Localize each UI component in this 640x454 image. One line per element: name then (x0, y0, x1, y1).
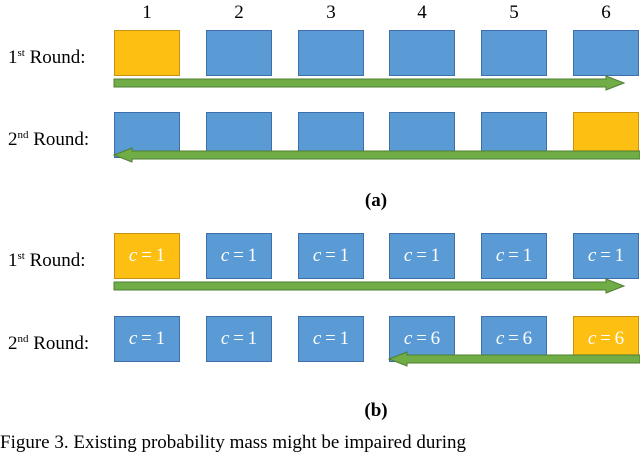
panel-b-round-2-box-6: c = 6 (573, 316, 639, 362)
panel-b-round-2-box-1: c = 1 (114, 316, 180, 362)
panel-a-round-1-box-6 (573, 30, 639, 76)
panel-a-round-2-label: 2nd Round: (8, 129, 90, 150)
figure-caption: Figure 3. Existing probability mass migh… (0, 432, 466, 453)
panel-a-round-2-box-3 (298, 112, 364, 158)
panel-b-caption: (b) (364, 400, 388, 421)
panel-b-round-1-box-3: c = 1 (298, 233, 364, 279)
direction-arrow-right (113, 278, 626, 294)
direction-arrow-left (112, 147, 640, 163)
panel-b-round-1-box-4: c = 1 (389, 233, 455, 279)
column-number-6: 6 (601, 2, 611, 23)
panel-b-round-1-box-2: c = 1 (206, 233, 272, 279)
panel-a-round-1-box-5 (481, 30, 547, 76)
direction-arrow-right (113, 75, 626, 91)
panel-a-round-1-box-1 (114, 30, 180, 76)
direction-arrow-left (387, 351, 640, 367)
column-number-5: 5 (509, 2, 519, 23)
panel-a-caption: (a) (364, 190, 388, 211)
panel-a-round-2-box-6 (573, 112, 639, 158)
panel-b-round-2-label: 2nd Round: (8, 333, 90, 354)
column-number-3: 3 (326, 2, 336, 23)
panel-b-round-1-label: 1st Round: (8, 250, 86, 271)
panel-b-round-1-box-5: c = 1 (481, 233, 547, 279)
column-number-4: 4 (417, 2, 427, 23)
panel-b-round-2-box-3: c = 1 (298, 316, 364, 362)
panel-b-round-2-box-2: c = 1 (206, 316, 272, 362)
panel-a-round-1-box-4 (389, 30, 455, 76)
panel-a-round-1-box-3 (298, 30, 364, 76)
panel-a-round-1-box-2 (206, 30, 272, 76)
panel-a-round-2-box-2 (206, 112, 272, 158)
panel-a-round-1-label: 1st Round: (8, 47, 86, 68)
column-number-2: 2 (234, 2, 244, 23)
panel-b-round-1-box-6: c = 1 (573, 233, 639, 279)
column-number-1: 1 (142, 2, 152, 23)
panel-b-round-1-box-1: c = 1 (114, 233, 180, 279)
